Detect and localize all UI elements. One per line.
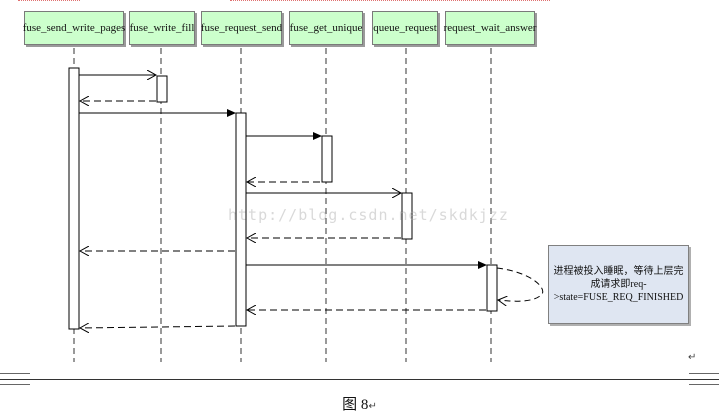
activation-fuse-get-unique bbox=[321, 135, 333, 183]
note-line-1: 进程被投入睡眠，等待上层完 bbox=[553, 266, 684, 277]
lifeline-label: fuse_write_fill bbox=[129, 22, 195, 34]
lifeline-label: request_wait_answer bbox=[443, 22, 537, 34]
lifeline-fuse-send-write-pages: fuse_send_write_pages bbox=[22, 11, 126, 45]
lifeline-label: fuse_send_write_pages bbox=[22, 22, 126, 34]
watermark: http://blog.csdn.net/skdkjzz bbox=[228, 206, 509, 224]
lifeline-fuse-write-fill: fuse_write_fill bbox=[129, 11, 195, 45]
horizontal-rule bbox=[0, 379, 719, 380]
activation-fuse-send-write-pages bbox=[68, 67, 80, 330]
note-line-3: >state=FUSE_REQ_FINISHED bbox=[553, 292, 684, 303]
rule-end-left bbox=[0, 373, 30, 385]
paragraph-mark: ↵ bbox=[688, 352, 697, 363]
note-line-2: 成请求即req- bbox=[590, 279, 647, 290]
rule-end-right bbox=[689, 373, 719, 385]
lifeline-fuse-request-send: fuse_request_send bbox=[201, 11, 282, 45]
top-dotted-line-left bbox=[18, 0, 80, 3]
lifeline-label: queue_request bbox=[373, 22, 437, 34]
message-return-final bbox=[80, 326, 236, 328]
lifeline-queue-request: queue_request bbox=[372, 11, 438, 45]
figure-caption: 图 8↵ bbox=[0, 393, 719, 414]
sleep-note: 进程被投入睡眠，等待上层完 成请求即req- >state=FUSE_REQ_F… bbox=[548, 245, 689, 324]
top-dotted-line-right bbox=[230, 0, 550, 3]
caption-text: 图 8 bbox=[342, 397, 369, 413]
message-self-wait bbox=[496, 267, 544, 301]
lifeline-fuse-get-unique: fuse_get_unique bbox=[289, 11, 363, 45]
lifeline-label: fuse_request_send bbox=[200, 22, 283, 34]
lifeline-request-wait-answer: request_wait_answer bbox=[443, 11, 537, 45]
lifeline-label: fuse_get_unique bbox=[289, 22, 363, 34]
activation-fuse-write-fill bbox=[156, 75, 168, 103]
activation-request-wait-answer bbox=[486, 264, 498, 312]
caption-mark: ↵ bbox=[368, 401, 377, 412]
